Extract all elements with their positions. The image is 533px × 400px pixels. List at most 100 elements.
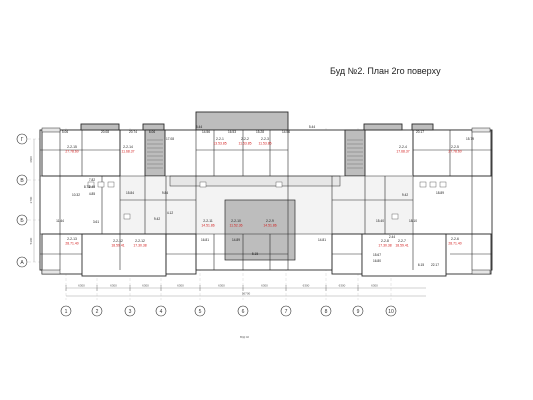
axis-bubble-col	[280, 305, 292, 317]
room-area: 5.44	[196, 125, 202, 129]
left-wing-top	[41, 129, 121, 177]
apartment-area: 11.68.37	[122, 150, 135, 154]
apartment-code: 2-2-11	[203, 219, 213, 223]
balcony	[41, 269, 61, 275]
axis-bubble-col	[385, 305, 397, 317]
room-area: 15.79	[466, 137, 474, 141]
axis-label-col: 10	[388, 309, 394, 315]
axis-bubble-col	[194, 305, 206, 317]
apartment-code: 2-2-5	[451, 145, 459, 149]
fixture	[429, 181, 437, 188]
plan-body	[39, 111, 493, 277]
room-area: 4.85	[89, 192, 95, 196]
fixture	[87, 181, 95, 188]
room-area: 6.06	[149, 130, 155, 134]
apartment-code: 2-2-10	[231, 219, 241, 223]
central-shaded	[224, 199, 296, 261]
axis-bubble-col	[320, 305, 332, 317]
axis-label-col: 6	[242, 309, 245, 315]
room-area: 16.81	[201, 238, 209, 242]
room-area: 20.08	[101, 130, 109, 134]
room-area: 16.53	[228, 130, 236, 134]
axis-bubble-col	[237, 305, 249, 317]
fixture	[107, 181, 115, 188]
axis-label-col: 3	[129, 309, 132, 315]
room-area: 22.17	[431, 263, 439, 267]
room-area: 2.44	[389, 235, 395, 239]
room-area: 10.32	[72, 193, 80, 197]
room-area: 9.42	[154, 217, 160, 221]
room-area: 6.15	[418, 263, 424, 267]
balcony	[41, 127, 61, 133]
dim-value: 6300	[218, 284, 225, 288]
left-stair	[144, 129, 166, 177]
axis-label-row: Г	[21, 137, 24, 143]
axis-bubble-row	[16, 174, 28, 186]
room-area: 18.10	[409, 219, 417, 223]
room-area: 9.84	[162, 191, 168, 195]
room-area: 3.61	[93, 220, 99, 224]
room-area: 15.84	[126, 191, 134, 195]
dim-value: 6300	[142, 284, 149, 288]
dim-total: 56700	[242, 292, 251, 296]
axis-label-col: 5	[199, 309, 202, 315]
axis-label-row: В	[20, 178, 24, 184]
fixture	[419, 181, 427, 188]
room-area: 14.56	[282, 130, 290, 134]
apartment-area: 17.30.38	[133, 244, 146, 248]
bottom-right-unit	[361, 233, 447, 277]
room-area: 14.81	[318, 238, 326, 242]
dim-value: 6300	[339, 284, 346, 288]
balcony	[471, 127, 491, 133]
apartment-area: 14.51.86	[263, 224, 276, 228]
apartment-code: 2-2-15	[67, 145, 77, 149]
apartment-area: 13.53.85	[213, 142, 226, 146]
room-area: 5.44	[309, 125, 315, 129]
room-area: 20.74	[129, 130, 137, 134]
apartment-code: 2-2-9	[266, 219, 274, 223]
room-area: 8.72	[84, 185, 90, 189]
apartment-area: 18.59.41	[111, 244, 124, 248]
apartment-area: 17.68.37	[396, 150, 409, 154]
room-area: 2.45	[89, 185, 95, 189]
axis-label-col: 4	[160, 309, 163, 315]
dim-value: 6300	[303, 284, 310, 288]
left-notch	[80, 123, 120, 131]
apartment-code: 2-2-8	[381, 239, 389, 243]
dim-value: 6300	[110, 284, 117, 288]
apartment-code: 2-2-2	[241, 137, 249, 141]
dim-value-left: 4600	[29, 156, 33, 163]
corridor-band	[169, 175, 341, 187]
right-notch	[363, 123, 403, 131]
apartment-area: 18.59.41	[395, 244, 408, 248]
apartment-code: 2-2-1	[216, 137, 224, 141]
axis-label-col: 2	[96, 309, 99, 315]
axis-bubble-col	[352, 305, 364, 317]
apartment-area: 28.71.40	[448, 242, 461, 246]
room-area: 15.40	[376, 219, 384, 223]
apartment-area: 14.51.86	[201, 224, 214, 228]
apartment-code: 2-2-6	[451, 237, 459, 241]
dim-value: 6300	[261, 284, 268, 288]
axis-label-col: 1	[65, 309, 68, 315]
apartment-area: 17.30.38	[378, 244, 391, 248]
room-area: 5.15	[252, 252, 258, 256]
apartment-code: 2-2-4	[399, 145, 407, 149]
room-area: 4.12	[167, 211, 173, 215]
apartment-code: 2-2-12	[113, 239, 123, 243]
plan-title: Буд №2. План 2го поверху	[330, 66, 441, 76]
axis-bubble-col	[124, 305, 136, 317]
fixture	[439, 181, 447, 188]
balcony	[471, 269, 491, 275]
axis-bubble-row	[16, 133, 28, 145]
fixture	[275, 181, 283, 188]
apartment-code: 2-2-7	[398, 239, 406, 243]
apartment-area: 27.78.60	[65, 150, 78, 154]
right-stair	[344, 129, 366, 177]
dim-value: 6300	[78, 284, 85, 288]
axis-bubble-col	[91, 305, 103, 317]
apartment-code: 2-2-14	[123, 145, 133, 149]
